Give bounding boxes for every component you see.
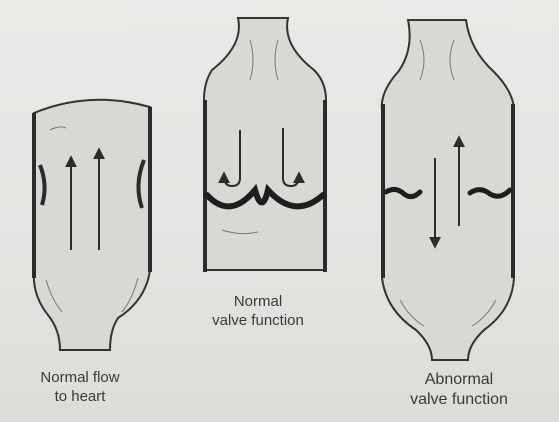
valve-leaflet-left-incompetent — [383, 186, 423, 200]
valve-leaflet-left — [38, 164, 47, 206]
valve-closed-cusps — [204, 183, 326, 210]
texture-lines — [45, 126, 139, 313]
vein-body — [380, 19, 515, 361]
vein-body — [203, 17, 327, 271]
flow-arrow-hook-left — [218, 130, 241, 188]
caption-abnormal-valve: Abnormal valve function — [410, 371, 508, 409]
vein-abnormal-valve — [380, 19, 515, 361]
vein-normal-valve — [203, 17, 327, 272]
vein-body — [32, 98, 151, 351]
caption-normal-flow: Normal flow to heart — [40, 369, 120, 406]
valve-leaflet-right — [136, 159, 146, 209]
texture-lines — [221, 39, 279, 235]
texture-lines — [399, 39, 497, 327]
valve-leaflet-right-incompetent — [467, 187, 513, 199]
vein-normal-flow — [32, 98, 152, 351]
caption-normal-valve: Normal valve function — [212, 293, 304, 330]
flow-arrow-hook-right — [282, 128, 305, 188]
